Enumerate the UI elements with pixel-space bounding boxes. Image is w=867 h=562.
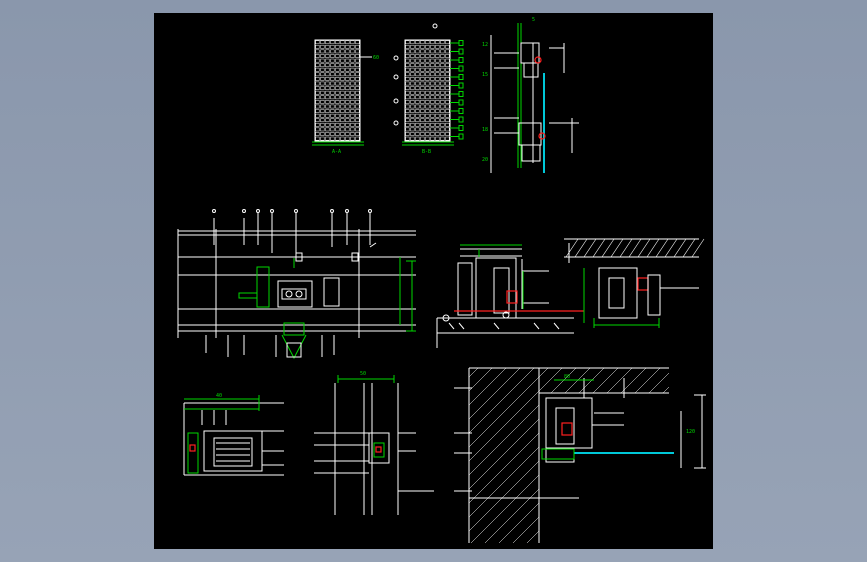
svg-text:12: 12 <box>482 42 488 48</box>
dim-vertical-section: 50 <box>360 371 366 377</box>
dim-right: 120 <box>686 429 695 435</box>
horizontal-section <box>177 209 416 360</box>
transom-detail: 40 <box>183 393 284 476</box>
dim-top-left: 40 <box>216 393 222 399</box>
sill-detail <box>436 244 584 348</box>
elevation-panel-a: 60 A-A <box>312 39 379 155</box>
svg-text:20: 20 <box>482 157 488 163</box>
mullion-section-top: 12 15 18 20 5 <box>482 17 579 173</box>
elev-a-caption: A-A <box>332 149 341 155</box>
drawing-sheet[interactable]: 60 A-A B-B <box>154 13 713 549</box>
svg-text:5: 5 <box>532 17 535 23</box>
svg-text:15: 15 <box>482 72 488 78</box>
ceiling-detail <box>564 238 705 328</box>
elevation-panel-b: B-B <box>393 23 464 155</box>
cad-drawing: 60 A-A B-B <box>177 17 706 543</box>
svg-text:18: 18 <box>482 127 488 133</box>
elev-a-tag: 60 <box>373 55 379 61</box>
slab-edge-detail: 120 80 <box>454 367 706 543</box>
elev-b-caption: B-B <box>422 149 431 155</box>
vertical-section: 50 <box>314 371 434 515</box>
dim-top-right: 80 <box>564 374 570 380</box>
